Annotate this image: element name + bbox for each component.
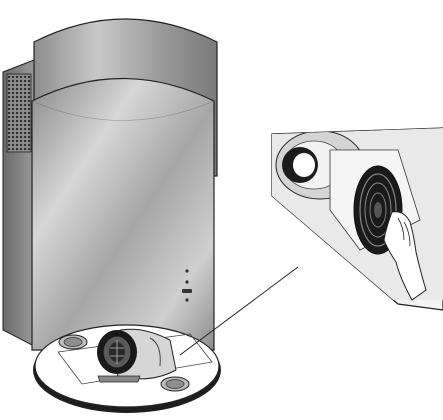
panel-button (182, 289, 192, 293)
grease-filter-right (160, 376, 190, 392)
panel-button (185, 269, 189, 273)
grease-filter-left (58, 334, 88, 350)
vent-grille (6, 73, 32, 153)
panel-button (185, 280, 189, 284)
side-vent-box (2, 59, 35, 347)
front-cylinder (31, 78, 215, 351)
panel-button (185, 298, 189, 302)
base-disc (33, 324, 221, 413)
callout-leader (179, 266, 299, 356)
detail-inset (271, 127, 443, 311)
control-panel (182, 269, 192, 302)
motor-housing (97, 328, 177, 383)
hand (383, 211, 427, 301)
